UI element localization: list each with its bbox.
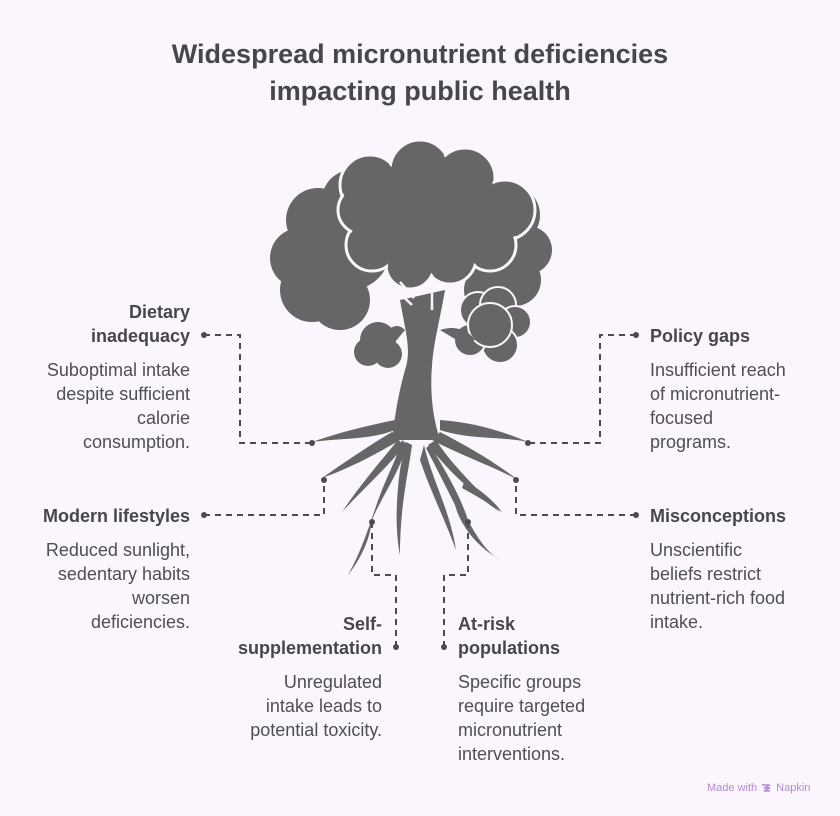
connector-self [371, 522, 397, 647]
made-with-napkin-badge[interactable]: Made with Napkin [707, 782, 810, 794]
description-line: potential toxicity. [250, 720, 382, 740]
description-line: worsen [131, 588, 190, 608]
description-line: micronutrient [458, 720, 563, 740]
tree-trunk [392, 290, 445, 440]
item-heading: Dietary inadequacy [20, 300, 190, 348]
bush-right [453, 286, 532, 364]
item-misconceptions: Misconceptions Unscientific beliefs rest… [650, 504, 835, 634]
item-modern-lifestyles: Modern lifestyles Reduced sunlight, sede… [10, 504, 190, 634]
napkin-logo-icon [762, 783, 771, 792]
canopy-left [270, 170, 390, 330]
heading-line: supplementation [237, 638, 382, 658]
tree-icon [270, 138, 552, 575]
heading-line: Self- [342, 614, 382, 634]
tree-roots [312, 420, 528, 575]
description-line: Unregulated [283, 672, 382, 692]
description-line: consumption. [82, 432, 190, 452]
description-line: despite sufficient [56, 384, 190, 404]
item-policy-gaps: Policy gaps Insufficient reach of micron… [650, 324, 830, 454]
description-line: Specific groups [458, 672, 582, 692]
connector-modern [204, 480, 325, 516]
heading-line: Policy gaps [650, 326, 751, 346]
item-self-supplementation: Self- supplementation Unregulated intake… [200, 612, 382, 742]
description-line: of micronutrient- [650, 384, 781, 404]
description-line: deficiencies. [90, 612, 190, 632]
description-line: beliefs restrict [650, 564, 762, 584]
page-title: Widespread micronutrient deficiencies im… [0, 36, 840, 110]
heading-line: At-risk [458, 614, 516, 634]
connector-dots [201, 332, 639, 650]
item-heading: Policy gaps [650, 324, 830, 348]
description-line: intake leads to [265, 696, 382, 716]
description-line: calorie [136, 408, 190, 428]
description-line: Unscientific [650, 540, 743, 560]
canopy-front-fill [340, 142, 533, 287]
item-description: Unscientific beliefs restrict nutrient-r… [650, 538, 835, 634]
heading-line: Misconceptions [650, 506, 787, 526]
description-line: Reduced sunlight, [45, 540, 190, 560]
item-description: Specific groups require targeted micronu… [458, 670, 638, 766]
item-heading: At-risk populations [458, 612, 638, 660]
item-heading: Modern lifestyles [10, 504, 190, 528]
connector-atrisk [443, 522, 469, 647]
bush-left [354, 322, 402, 368]
item-description: Reduced sunlight, sedentary habits worse… [10, 538, 190, 634]
heading-line: Modern lifestyles [42, 506, 190, 526]
item-description: Suboptimal intake despite sufficient cal… [20, 358, 190, 454]
footer-brand: Napkin [776, 782, 811, 794]
description-line: programs. [650, 432, 732, 452]
description-line: interventions. [458, 744, 566, 764]
footer-prefix: Made with [707, 782, 758, 794]
description-line: intake. [650, 612, 704, 632]
item-dietary-inadequacy: Dietary inadequacy Suboptimal intake des… [20, 300, 190, 454]
heading-line: Dietary [128, 302, 190, 322]
connectors [204, 334, 636, 647]
item-description: Unregulated intake leads to potential to… [200, 670, 382, 742]
item-heading: Self- supplementation [200, 612, 382, 660]
heading-line: inadequacy [90, 326, 190, 346]
description-line: nutrient-rich food [650, 588, 786, 608]
item-heading: Misconceptions [650, 504, 835, 528]
connector-dietary [204, 334, 312, 444]
description-line: focused [650, 408, 714, 428]
description-line: Insufficient reach [650, 360, 786, 380]
item-description: Insufficient reach of micronutrient- foc… [650, 358, 830, 454]
connector-misconceptions [515, 480, 636, 516]
title-line-1: Widespread micronutrient deficiencies [171, 39, 669, 69]
description-line: require targeted [458, 696, 586, 716]
connector-policy [528, 334, 636, 444]
description-line: Suboptimal intake [46, 360, 190, 380]
item-at-risk-populations: At-risk populations Specific groups requ… [458, 612, 638, 766]
title-line-2: impacting public health [269, 76, 571, 106]
heading-line: populations [458, 638, 560, 658]
description-line: sedentary habits [57, 564, 190, 584]
